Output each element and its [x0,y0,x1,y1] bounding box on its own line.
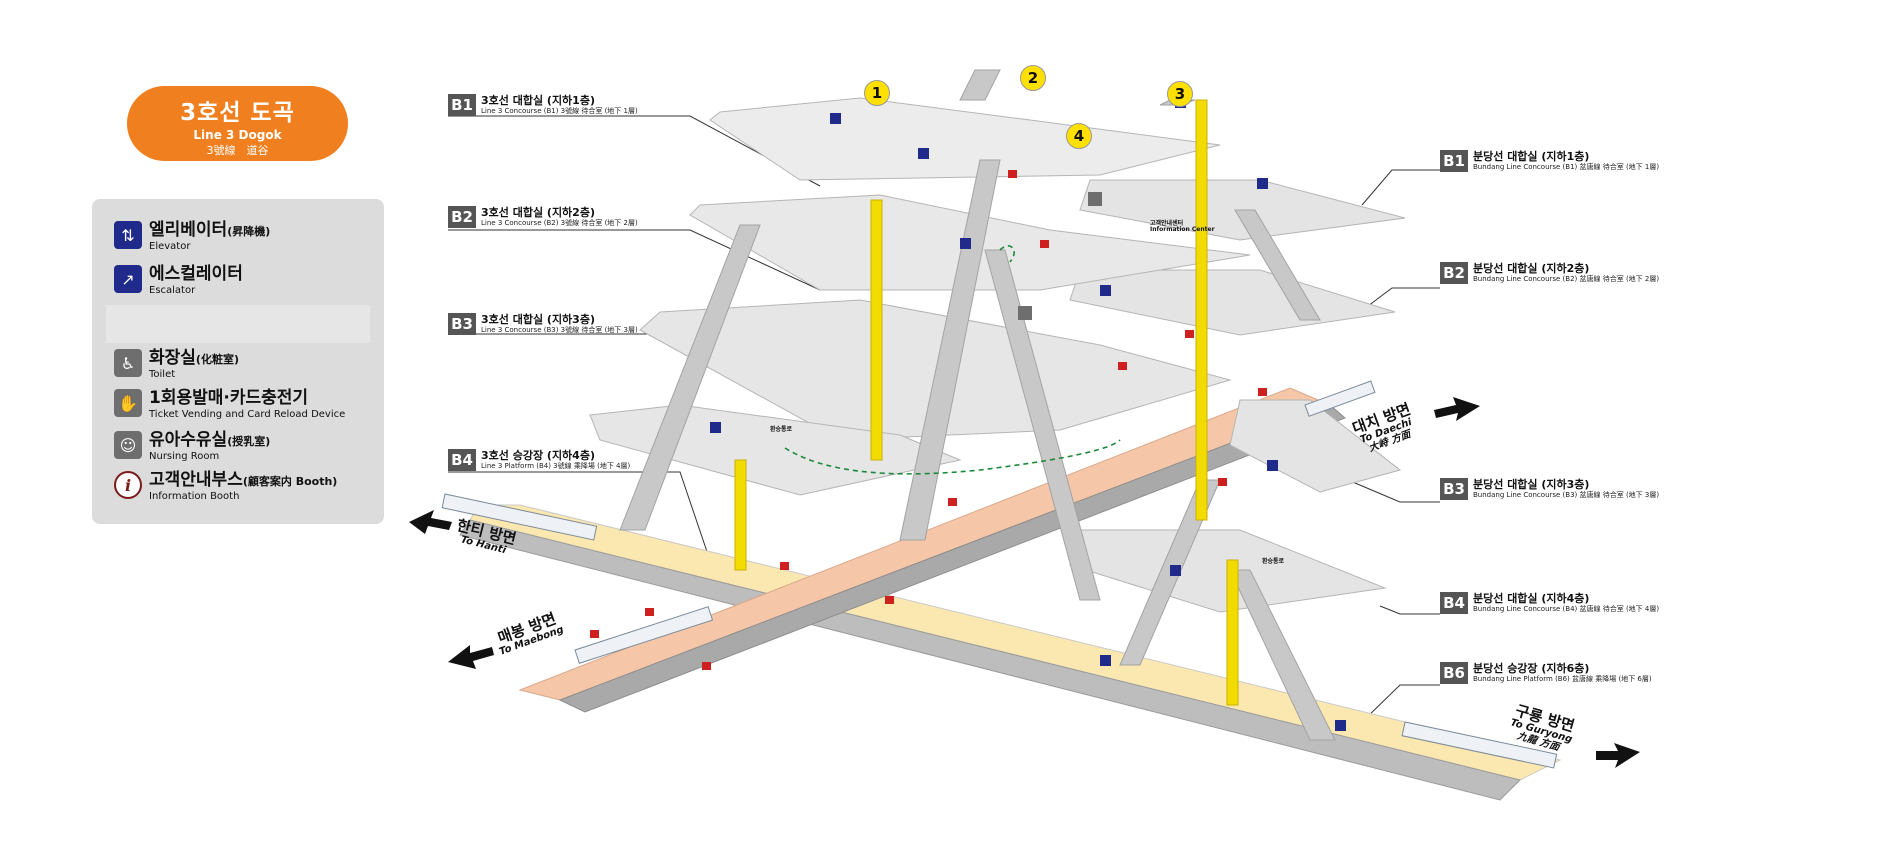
ticket-machine-icon [780,562,789,570]
elevator-icon [1100,285,1111,296]
leader-line [1348,480,1440,502]
level-title-en: Bundang Line Concourse (B2) 盆唐線 待合室 (地下 … [1473,275,1659,284]
elevator-icon [710,422,721,433]
level-tag: B4 [448,449,476,471]
level-title-en: Line 3 Concourse (B3) 3號線 待合室 (地下 3層) [481,326,638,335]
transfer-corridor-label: 환승통로 [1262,556,1284,565]
exit-1-marker: 1 [864,80,890,106]
level-title-en: Bundang Line Concourse (B1) 盆唐線 待合室 (地下 … [1473,163,1659,172]
level-label-bundang-b6: B6 분당선 승강장 (지하6층)Bundang Line Platform (… [1440,662,1652,684]
elevator-column [871,200,882,460]
level-tag: B6 [1440,662,1468,684]
toilet-icon [1018,306,1032,320]
level-title-en: Line 3 Concourse (B2) 3號線 待合室 (地下 2層) [481,219,638,228]
elevator-icon [1257,178,1268,189]
level-title-en: Line 3 Concourse (B1) 3號線 待合室 (地下 1層) [481,107,638,116]
level-tag: B2 [448,206,476,228]
level-tag: B4 [1440,592,1468,614]
elevator-icon [918,148,929,159]
elevator-icon [830,113,841,124]
ticket-machine-icon [702,662,711,670]
level-title-ko: 분당선 승강장 (지하6층) [1473,662,1652,675]
level-label-line3-b3: B3 3호선 대합실 (지하3층)Line 3 Concourse (B3) 3… [448,313,638,335]
arrow-guryong [1596,743,1640,768]
elevator-column [735,460,746,570]
exit-4-marker: 4 [1066,123,1092,149]
level-title-ko: 3호선 대합실 (지하1층) [481,94,638,107]
info-center-label-en: Information Center [1150,226,1215,233]
line3-b1-floor [710,98,1220,180]
level-title-ko: 3호선 대합실 (지하2층) [481,206,638,219]
level-title-en: Bundang Line Concourse (B4) 盆唐線 待合室 (地下 … [1473,605,1659,614]
level-title-ko: 분당선 대합실 (지하1층) [1473,150,1659,163]
level-label-line3-b1: B1 3호선 대합실 (지하1층)Line 3 Concourse (B1) 3… [448,94,638,116]
elevator-icon [1170,565,1181,576]
elevator-icon [1335,720,1346,731]
arrow-hanti [409,510,452,534]
ticket-machine-icon [1218,478,1227,486]
level-label-bundang-b1: B1 분당선 대합실 (지하1층)Bundang Line Concourse … [1440,150,1659,172]
level-label-bundang-b2: B2 분당선 대합실 (지하2층)Bundang Line Concourse … [1440,262,1659,284]
ticket-machine-icon [1008,170,1017,178]
level-title-en: Line 3 Platform (B4) 3號線 乘降場 (地下 4層) [481,462,630,471]
level-title-ko: 분당선 대합실 (지하2층) [1473,262,1659,275]
ticket-machine-icon [590,630,599,638]
elevator-column [1196,100,1207,520]
level-tag: B3 [1440,478,1468,500]
level-title-en: Bundang Line Concourse (B3) 盆唐線 待合室 (地下 … [1473,491,1659,500]
level-title-ko: 분당선 대합실 (지하3층) [1473,478,1659,491]
level-tag: B1 [1440,150,1468,172]
elevator-icon [1267,460,1278,471]
ticket-machine-icon [1040,240,1049,248]
level-label-line3-b4: B4 3호선 승강장 (지하4층)Line 3 Platform (B4) 3號… [448,449,630,471]
elevator-icon [1100,655,1111,666]
ticket-machine-icon [645,608,654,616]
leader-line [1380,606,1440,614]
arrow-maebong [448,645,494,669]
level-label-bundang-b4: B4 분당선 대합실 (지하4층)Bundang Line Concourse … [1440,592,1659,614]
level-label-line3-b2: B2 3호선 대합실 (지하2층)Line 3 Concourse (B2) 3… [448,206,638,228]
elevator-icon [960,238,971,249]
level-tag: B1 [448,94,476,116]
ticket-machine-icon [885,596,894,604]
level-title-ko: 분당선 대합실 (지하4층) [1473,592,1659,605]
level-title-en: Bundang Line Platform (B6) 盆唐線 乘降場 (地下 6… [1473,675,1652,684]
exit-3-marker: 3 [1167,81,1193,107]
arrow-daechi [1434,397,1480,421]
ticket-machine-icon [1118,362,1127,370]
leader-line [1362,170,1440,205]
ticket-machine-icon [1258,388,1267,396]
transfer-corridor-label: 환승통로 [770,424,792,433]
level-title-ko: 3호선 승강장 (지하4층) [481,449,630,462]
elevator-column [1227,560,1238,705]
ticket-machine-icon [948,498,957,506]
exit-2-marker: 2 [1020,65,1046,91]
ticket-machine-icon [1185,330,1194,338]
level-title-ko: 3호선 대합실 (지하3층) [481,313,638,326]
escalator [960,70,1000,100]
level-tag: B3 [448,313,476,335]
toilet-icon [1088,192,1102,206]
level-label-bundang-b3: B3 분당선 대합실 (지하3층)Bundang Line Concourse … [1440,478,1659,500]
bundang-b2-floor [1070,270,1395,335]
level-tag: B2 [1440,262,1468,284]
